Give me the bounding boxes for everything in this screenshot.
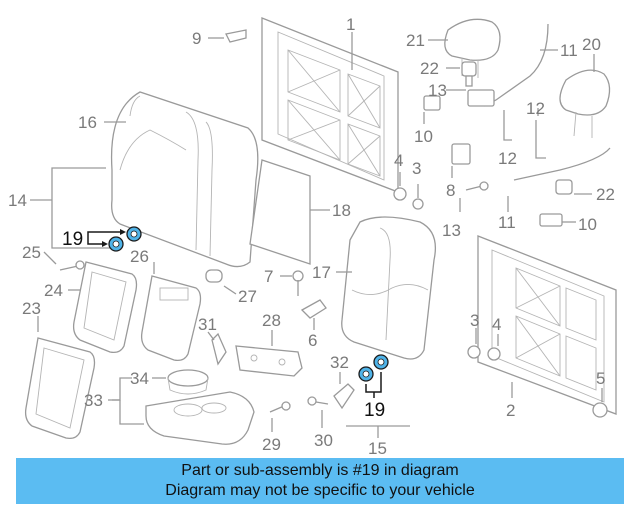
callout-21: 21 xyxy=(406,31,425,50)
part-info-banner: Part or sub-assembly is #19 in diagram D… xyxy=(16,458,624,504)
callout-8: 8 xyxy=(446,181,455,200)
bolt-7 xyxy=(292,270,304,296)
callout-17: 17 xyxy=(312,263,331,282)
release-cable-11-top xyxy=(483,23,549,107)
guide-22-top xyxy=(461,61,477,87)
bracket-32 xyxy=(333,383,355,410)
callout-24: 24 xyxy=(44,281,63,300)
back-panel-24 xyxy=(72,261,138,354)
callout-4-right: 4 xyxy=(492,315,501,334)
callout-11-top: 11 xyxy=(560,41,578,60)
callout-28: 28 xyxy=(262,311,281,330)
callout-2: 2 xyxy=(506,401,515,420)
callout-10-right: 10 xyxy=(578,215,597,234)
callout-12-right: 12 xyxy=(526,99,545,118)
callout-30: 30 xyxy=(314,431,333,450)
callout-12-left: 12 xyxy=(498,149,517,168)
callout-10-top: 10 xyxy=(414,127,433,146)
cup-holder-34 xyxy=(167,369,209,395)
callout-7: 7 xyxy=(264,267,273,286)
latch-13-top xyxy=(467,89,495,107)
headrest-21 xyxy=(444,18,501,78)
callout-26: 26 xyxy=(130,247,149,266)
bracket-12-right xyxy=(535,120,546,159)
seat-pad xyxy=(249,159,311,265)
trim-26 xyxy=(140,275,202,362)
callout-34: 34 xyxy=(130,369,149,388)
callout-11-bottom: 11 xyxy=(498,213,516,232)
bolt-3-top xyxy=(412,184,424,210)
part-19-left xyxy=(87,226,142,252)
callout-5: 5 xyxy=(596,369,605,388)
back-panel-23 xyxy=(24,337,96,440)
callout-27: 27 xyxy=(238,287,257,306)
callout-19-right: 19 xyxy=(364,400,385,421)
callout-25: 25 xyxy=(22,243,41,262)
callout-33: 33 xyxy=(84,391,103,410)
bracket-31 xyxy=(211,332,227,366)
seat-back-cushion-left xyxy=(110,91,259,268)
callout-9: 9 xyxy=(192,29,201,48)
bracket-12-left xyxy=(503,110,512,141)
switch-10-right xyxy=(539,213,563,227)
armrest-33 xyxy=(145,391,255,445)
bolt-13-bottom xyxy=(465,181,489,191)
callout-1: 1 xyxy=(346,15,355,34)
banner-line-2: Diagram may not be specific to your vehi… xyxy=(165,482,475,499)
callout-16: 16 xyxy=(78,113,97,132)
callout-32: 32 xyxy=(330,353,349,372)
callout-20: 20 xyxy=(582,35,601,54)
callout-13-bottom: 13 xyxy=(442,221,461,240)
callout-29: 29 xyxy=(262,435,281,454)
clip-8 xyxy=(451,143,471,165)
clip-6 xyxy=(300,299,327,319)
callout-23: 23 xyxy=(22,299,41,318)
callout-3-top: 3 xyxy=(412,159,421,178)
callout-6: 6 xyxy=(308,331,317,350)
switch-10-top xyxy=(423,95,441,111)
banner-line-1: Part or sub-assembly is #19 in diagram xyxy=(181,462,459,479)
release-cable-11-bottom xyxy=(513,147,611,181)
bushing-4-right xyxy=(487,334,501,361)
hinge-28 xyxy=(235,345,303,377)
callout-14: 14 xyxy=(8,191,27,210)
clip-9 xyxy=(225,29,247,43)
bushing-27 xyxy=(205,269,223,283)
callout-4-top: 4 xyxy=(394,151,403,170)
guide-22-right xyxy=(555,179,573,195)
bolt-5 xyxy=(592,388,608,418)
headrest-20 xyxy=(559,69,611,138)
bolt-3-right xyxy=(467,328,481,359)
seat-back-frame xyxy=(261,17,399,193)
callout-18: 18 xyxy=(332,201,351,220)
bolt-30 xyxy=(307,396,329,406)
callout-31: 31 xyxy=(198,315,217,334)
callout-22-top: 22 xyxy=(420,59,439,78)
callout-3-right: 3 xyxy=(470,311,479,330)
parts-diagram: 1 2 3 3 4 4 5 6 7 8 9 10 10 11 11 12 12 … xyxy=(8,15,617,456)
clip-25 xyxy=(59,260,85,271)
seat-back-frame-right xyxy=(477,235,617,415)
callout-19-left: 19 xyxy=(62,229,83,250)
callout-22-right: 22 xyxy=(596,185,615,204)
bolt-29 xyxy=(269,401,291,413)
callout-15: 15 xyxy=(368,439,387,456)
seat-back-cushion-right xyxy=(341,216,437,360)
bushing-4-top xyxy=(393,172,407,201)
part-19-right xyxy=(358,354,389,398)
callout-13-top: 13 xyxy=(428,81,447,100)
